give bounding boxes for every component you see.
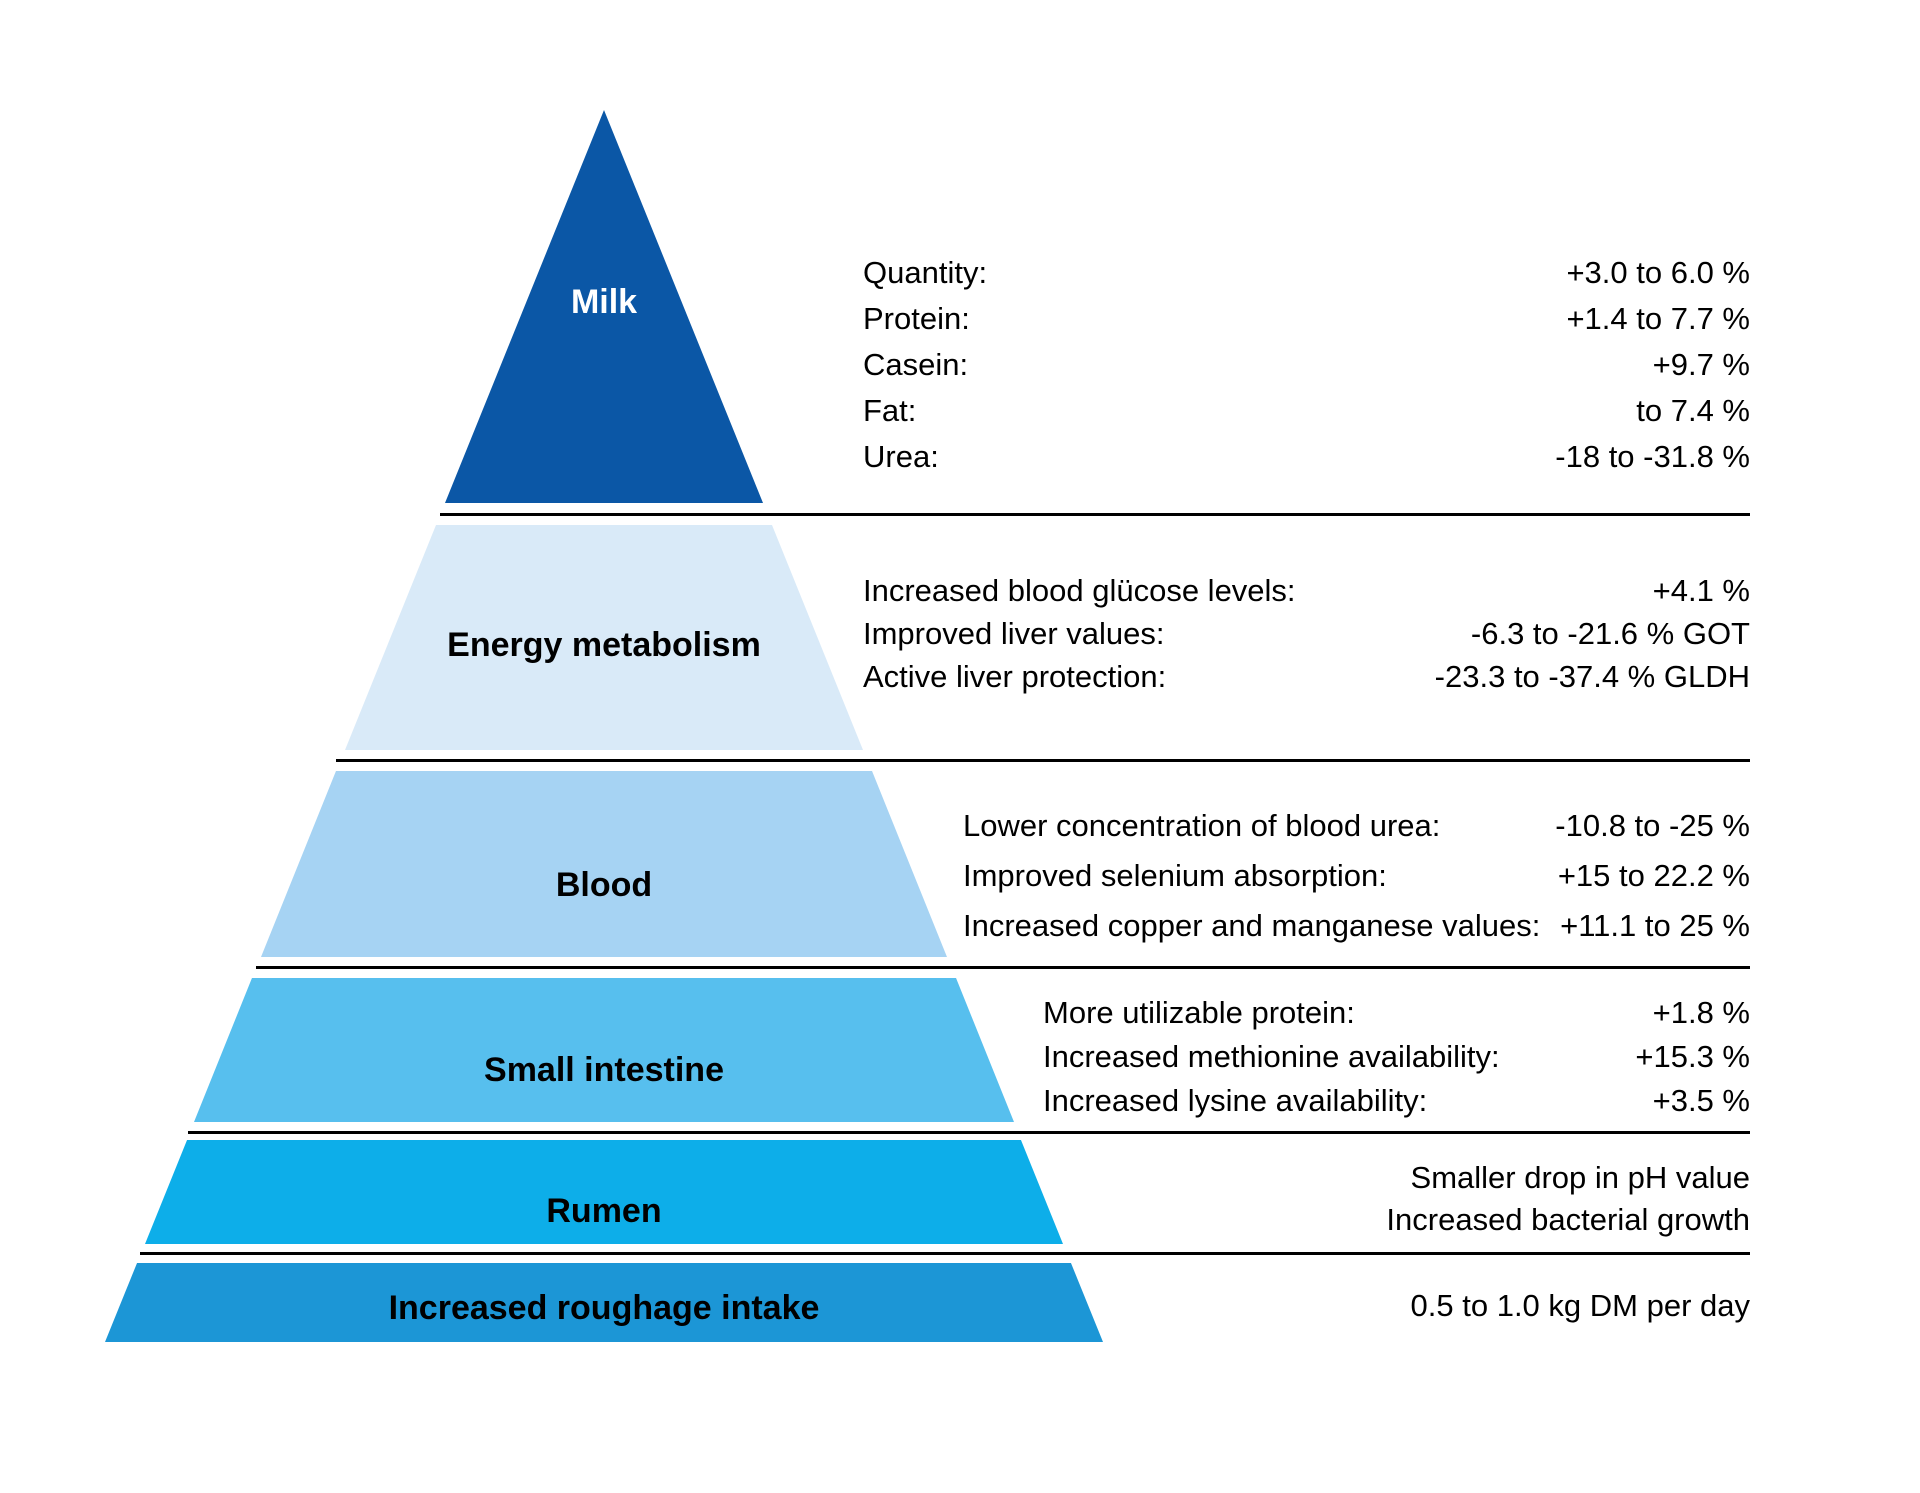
stat-row: Quantity: +3.0 to 6.0 % (863, 249, 1750, 295)
pyramid-level-milk: Milk (445, 110, 763, 503)
divider-energy-blood (336, 759, 1750, 762)
stat-label: Lower concentration of blood urea: (963, 807, 1441, 843)
stat-row: Urea: -18 to -31.8 % (863, 433, 1750, 479)
stat-label: Improved liver values: (863, 616, 1165, 651)
level-label-blood: Blood (555, 866, 653, 904)
stat-value: +15 to 22.2 % (1557, 857, 1750, 893)
stat-row: Increased methionine availability: +15.3… (1043, 1034, 1750, 1078)
stat-row: Casein: +9.7 % (863, 341, 1750, 387)
stat-value: -18 to -31.8 % (1555, 438, 1750, 474)
divider-rumen-roughage (140, 1252, 1750, 1255)
stat-value: 0.5 to 1.0 kg DM per day (1410, 1287, 1750, 1323)
level-label-rumen: Rumen (546, 1192, 662, 1230)
blood-stats-list: Lower concentration of blood urea: -10.8… (963, 800, 1750, 950)
stat-label: Improved selenium absorption: (963, 857, 1387, 893)
stat-value: +11.1 to 25 % (1560, 907, 1750, 943)
stat-label: Increased blood glücose levels: (863, 573, 1296, 608)
stat-label: Quantity: (863, 254, 988, 290)
stat-row: Protein: +1.4 to 7.7 % (863, 295, 1750, 341)
stat-row: Fat: to 7.4 % (863, 387, 1750, 433)
stat-value: +1.4 to 7.7 % (1566, 300, 1750, 336)
stat-label: Increased copper and manganese values: (963, 907, 1541, 943)
divider-blood-small-intestine (256, 966, 1750, 969)
stat-label: Increased lysine availability: (1043, 1082, 1428, 1118)
level-label-increased-roughage-intake: Increased roughage intake (388, 1288, 820, 1327)
stat-label: Urea: (863, 438, 939, 474)
level-label-small-intestine: Small intestine (484, 1051, 724, 1089)
stat-row: More utilizable protein: +1.8 % (1043, 990, 1750, 1034)
stat-row: Active liver protection: -23.3 to -37.4 … (863, 655, 1750, 698)
milk-stats-list: Quantity: +3.0 to 6.0 % Protein: +1.4 to… (863, 249, 1750, 479)
stat-value: +3.5 % (1652, 1082, 1750, 1118)
stat-row: Lower concentration of blood urea: -10.8… (963, 800, 1750, 850)
roughage-stats-list: 0.5 to 1.0 kg DM per day (1100, 1284, 1750, 1326)
stat-row: Increased blood glücose levels: +4.1 % (863, 569, 1750, 612)
divider-milk-energy (440, 513, 1750, 516)
rumen-stats-list: Smaller drop in pH value Increased bacte… (1100, 1156, 1750, 1240)
stat-value: -6.3 to -21.6 % GOT (1470, 616, 1750, 651)
stat-value: +1.8 % (1652, 994, 1750, 1030)
pyramid-level-increased-roughage-intake: Increased roughage intake (105, 1263, 1103, 1342)
stat-label: Protein: (863, 300, 970, 336)
energy-metabolism-stats-list: Increased blood glücose levels: +4.1 % I… (863, 569, 1750, 698)
pyramid-level-blood: Blood (261, 771, 947, 957)
stat-value: +3.0 to 6.0 % (1566, 254, 1750, 290)
stat-row: Increased bacterial growth (1100, 1198, 1750, 1240)
stat-row: Smaller drop in pH value (1100, 1156, 1750, 1198)
stat-row: 0.5 to 1.0 kg DM per day (1100, 1284, 1750, 1326)
stat-value: -23.3 to -37.4 % GLDH (1434, 659, 1750, 694)
stat-row: Increased lysine availability: +3.5 % (1043, 1078, 1750, 1122)
pyramid-level-energy-metabolism: Energy metabolism (345, 525, 863, 750)
divider-small-intestine-rumen (188, 1131, 1750, 1134)
stat-label: Casein: (863, 346, 969, 382)
stat-label: Active liver protection: (863, 659, 1167, 694)
level-label-milk: Milk (570, 283, 638, 321)
level-label-energy-metabolism: Energy metabolism (447, 625, 761, 664)
stat-value: +4.1 % (1652, 573, 1750, 608)
stat-row: Increased copper and manganese values: +… (963, 900, 1750, 950)
pyramid-level-small-intestine: Small intestine (194, 978, 1014, 1122)
stat-label: Increased methionine availability: (1043, 1038, 1500, 1074)
stat-value: to 7.4 % (1636, 392, 1750, 428)
stat-value: Increased bacterial growth (1386, 1201, 1750, 1237)
stat-value: +9.7 % (1652, 346, 1750, 382)
stat-label: More utilizable protein: (1043, 994, 1355, 1030)
stat-value: +15.3 % (1635, 1038, 1750, 1074)
stat-value: Smaller drop in pH value (1410, 1159, 1750, 1195)
small-intestine-stats-list: More utilizable protein: +1.8 % Increase… (1043, 990, 1750, 1122)
stat-row: Improved selenium absorption: +15 to 22.… (963, 850, 1750, 900)
stat-label: Fat: (863, 392, 917, 428)
stat-value: -10.8 to -25 % (1555, 807, 1750, 843)
pyramid-level-rumen: Rumen (145, 1140, 1063, 1244)
stat-row: Improved liver values: -6.3 to -21.6 % G… (863, 612, 1750, 655)
